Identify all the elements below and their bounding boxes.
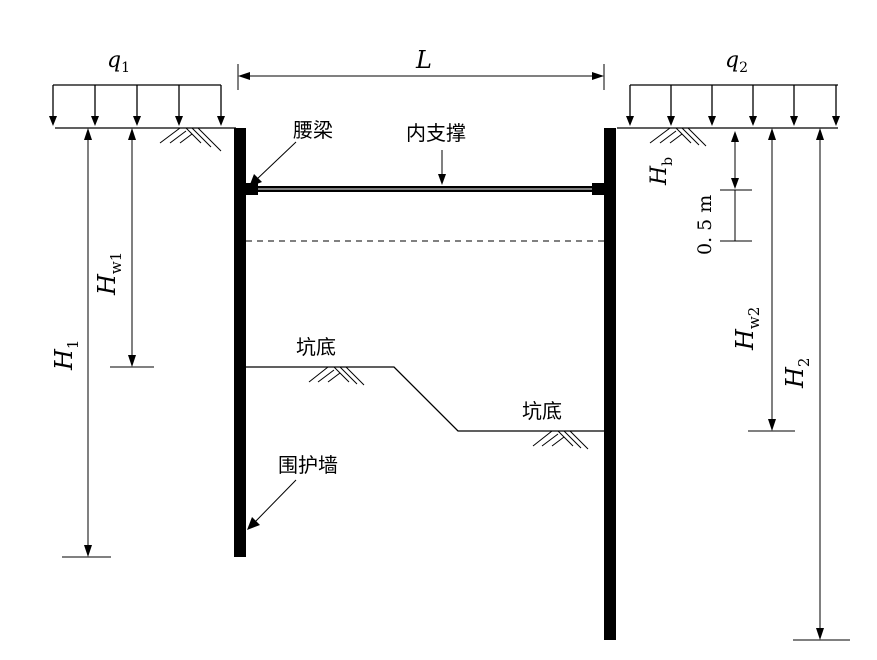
hw2-symbol: H: [731, 328, 759, 351]
h2-label: H2: [781, 358, 813, 389]
q1-symbol: q: [107, 48, 121, 73]
h1-subscript: 1: [64, 340, 82, 350]
hw1-symbol: H: [93, 273, 121, 296]
waist-beam-label: 腰梁: [293, 118, 333, 142]
pit-bottom-label-right: 坑底: [522, 399, 562, 423]
surcharge-q1: q1: [49, 48, 225, 126]
q2-symbol: q: [725, 48, 739, 73]
hb-dimension: [720, 131, 752, 191]
inner-strut-label: 内支撑: [406, 121, 466, 145]
hw2-label: Hw2: [731, 307, 763, 351]
offset-label: 0. 5 m: [694, 195, 716, 255]
hb-label: Hb: [647, 157, 676, 186]
q1-label: q1: [107, 48, 130, 76]
hw1-label: Hw1: [93, 252, 125, 296]
pit-bottom-profile: [246, 366, 604, 450]
h2-symbol: H: [781, 366, 809, 389]
h1-symbol: H: [50, 348, 78, 371]
hw1-dimension: [110, 128, 154, 368]
hb-symbol: H: [647, 165, 672, 186]
retaining-wall-label: 围护墙: [278, 453, 338, 477]
retaining-wall-pointer: [247, 479, 297, 530]
h1-dimension: [62, 128, 111, 558]
h2-dimension: [793, 128, 850, 641]
h2-subscript: 2: [795, 358, 813, 368]
hw1-subscript: w1: [107, 252, 125, 274]
pit-bottom-label-left: 坑底: [296, 335, 336, 359]
ground-surface-right: [617, 127, 838, 147]
hw2-subscript: w2: [745, 307, 763, 329]
waist-beam-left: [246, 183, 258, 195]
waist-beam-pointer: [249, 141, 297, 187]
inner-strut-pointer: [438, 150, 446, 185]
hw2-dimension: [748, 128, 795, 432]
hb-subscript: b: [660, 157, 676, 166]
surcharge-q2: q2: [626, 48, 840, 126]
inner-strut: [258, 186, 592, 192]
q2-label: q2: [725, 48, 748, 76]
offset-dimension: [720, 190, 752, 242]
waist-beam-right: [592, 183, 604, 195]
q1-subscript: 1: [121, 60, 130, 76]
h1-label: H1: [50, 340, 82, 371]
span-label: L: [415, 46, 432, 74]
q2-subscript: 2: [739, 60, 748, 76]
ground-surface-left: [55, 127, 236, 152]
span-dimension: L: [237, 46, 605, 90]
